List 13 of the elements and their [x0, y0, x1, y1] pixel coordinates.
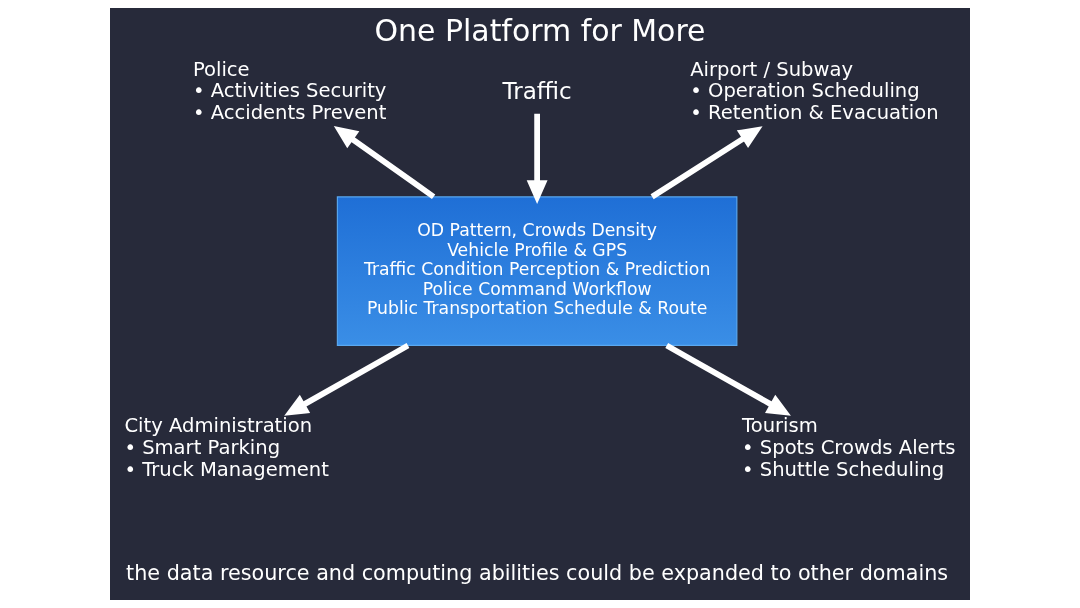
diagram-title: One Platform for More — [374, 13, 706, 49]
node-box: OD Pattern, Crowds Density Vehicle Profile & GPS Traffic Condition Perception & Prediction Police Command Workflow Public Transportation Schedule & Route — [336, 196, 738, 347]
arrow — [333, 126, 436, 200]
node-text: Airport / Subway • Operation Scheduling • Retention & Evacuation — [690, 57, 939, 125]
caption: the data resource and computing abilities could be expanded to other domains — [126, 560, 949, 585]
arrow — [650, 126, 763, 200]
arrow — [284, 343, 410, 416]
node-text: Traffic — [502, 77, 572, 104]
node-text: Tourism • Spots Crowds Alerts • Shuttle Scheduling — [742, 414, 956, 482]
node-text: City Administration • Smart Parking • Truck Management — [124, 414, 329, 482]
arrow — [526, 113, 548, 205]
node-text: Police • Activities Security • Accidents Prevent — [192, 57, 387, 125]
arrow — [665, 343, 791, 416]
